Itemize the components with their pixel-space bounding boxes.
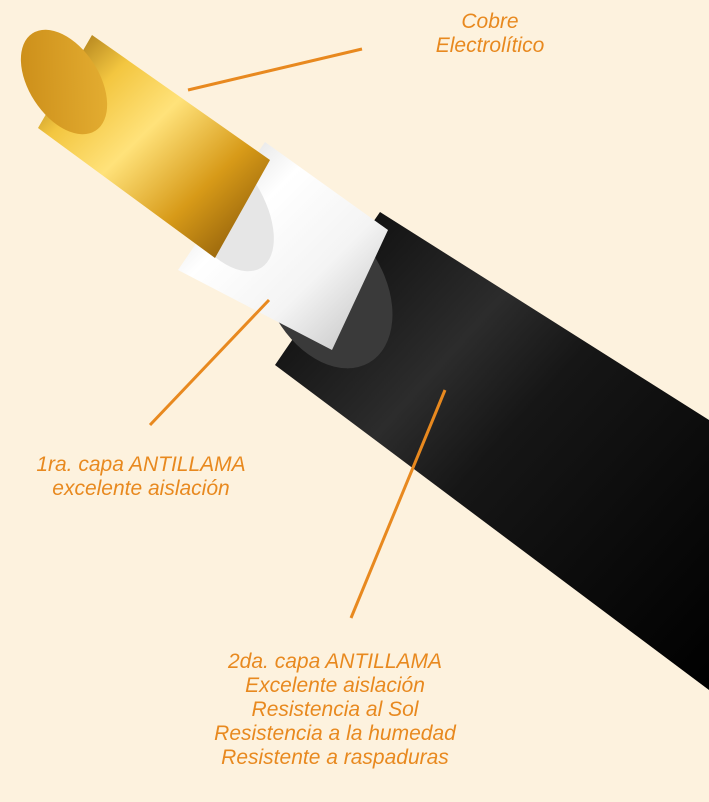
second-layer-label: 2da. capa ANTILLAMA Excelente aislación … <box>150 650 520 770</box>
copper-label: Cobre Electrolítico <box>400 10 580 58</box>
second-layer-label-line: Excelente aislación <box>245 674 425 697</box>
layer2-leader-line <box>349 389 447 619</box>
second-layer-label-line: Resistente a raspaduras <box>221 746 449 769</box>
copper-leader-line <box>187 47 363 92</box>
first-layer-label-line: 1ra. capa ANTILLAMA <box>36 453 246 476</box>
copper-conductor <box>20 29 270 258</box>
copper-label-line: Cobre <box>461 10 519 33</box>
second-layer-label-line: 2da. capa ANTILLAMA <box>228 650 442 673</box>
second-layer-label-line: Resistencia a la humedad <box>214 722 456 745</box>
second-layer-label-line: Resistencia al Sol <box>251 698 419 721</box>
first-layer-label-line: excelente aislación <box>52 477 230 500</box>
copper-label-line: Electrolítico <box>435 34 545 57</box>
first-layer-label: 1ra. capa ANTILLAMA excelente aislación <box>0 453 282 501</box>
layer1-leader-line <box>148 298 271 427</box>
